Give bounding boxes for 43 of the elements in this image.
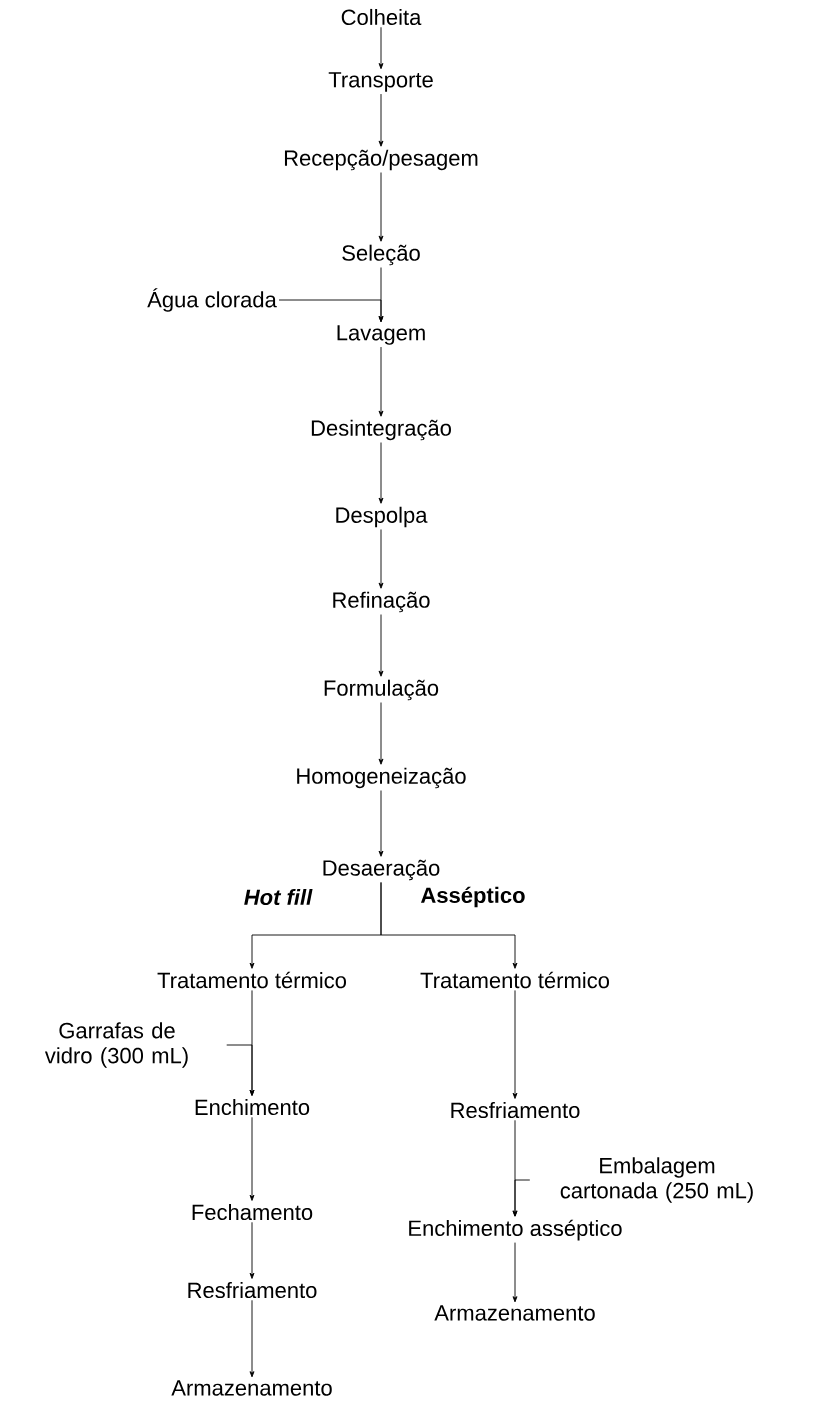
arrow	[512, 1242, 518, 1303]
step-text: Seleção	[342, 244, 420, 266]
step-text: Garrafas de vidro (300 mL)	[44, 1022, 188, 1068]
arrow	[378, 172, 384, 242]
arrow	[249, 1221, 255, 1279]
arrow	[378, 26, 384, 70]
step-text: Desaeração	[323, 859, 440, 881]
step-text: Colheita	[341, 8, 422, 26]
step-text: Formulação	[324, 679, 439, 701]
arrow	[226, 1044, 255, 1096]
arrow	[378, 702, 384, 765]
step-text: Embalagem cartonada (250 mL)	[560, 1157, 753, 1203]
edge-label: Hot fill	[242, 887, 314, 907]
arrow	[378, 93, 384, 147]
step-text: Resfriamento	[188, 1281, 317, 1299]
step-text: Armazenamento	[171, 1380, 332, 1396]
arrow	[378, 529, 384, 589]
step-text: Lavagem	[337, 325, 425, 345]
arrow	[378, 346, 384, 417]
step-text: Água clorada	[147, 288, 277, 312]
arrow	[378, 614, 384, 677]
step-text: Enchimento asséptico	[409, 1219, 622, 1241]
arrow	[380, 881, 518, 969]
step-text: Enchimento	[195, 1098, 310, 1116]
step-text: Recepção/pesagem	[284, 149, 478, 171]
arrow	[378, 442, 384, 504]
step-text: Armazenamento	[434, 1305, 595, 1321]
step-text: Tratamento térmico	[420, 971, 609, 989]
step-text: Despolpa	[336, 506, 428, 528]
step-text: Homogeneização	[297, 767, 466, 789]
arrow	[512, 1179, 531, 1217]
step-text: Refinação	[333, 591, 430, 613]
edge-label: Asséptico	[419, 885, 527, 909]
step-text: Fechamento	[192, 1203, 313, 1221]
arrow	[378, 790, 384, 857]
arrow	[249, 1299, 255, 1378]
step-text: Desintegração	[311, 419, 451, 441]
arrow	[278, 299, 384, 323]
arrow	[249, 1116, 255, 1201]
step-text: Tratamento térmico	[157, 971, 346, 989]
arrow	[512, 989, 518, 1099]
step-text: Transporte	[328, 72, 433, 92]
step-text: Resfriamento	[451, 1101, 580, 1119]
